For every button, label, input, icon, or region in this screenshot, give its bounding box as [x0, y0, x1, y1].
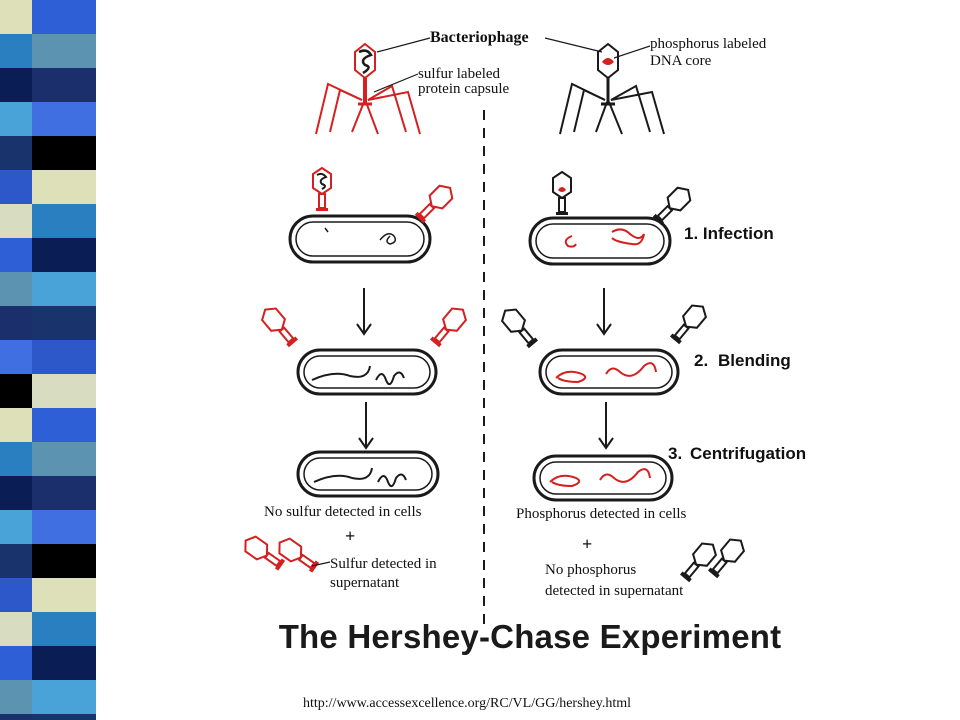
- stripe-block: [0, 272, 32, 306]
- stripe-block: [0, 680, 32, 714]
- right-cells-result: Phosphorus detected in cells: [516, 506, 687, 522]
- stripe-block: [0, 340, 32, 374]
- diagram-title: The Hershey-Chase Experiment: [278, 618, 782, 655]
- left-infection-cell: [288, 214, 432, 264]
- stripe-block: [32, 340, 96, 374]
- large-phage-right: [559, 42, 665, 135]
- stripe-block: [32, 204, 96, 238]
- stripe-block: [32, 612, 96, 646]
- step-blending-number: 2.: [694, 351, 708, 370]
- stripe-block: [32, 476, 96, 510]
- stripe-block: [0, 34, 32, 68]
- right-supernatant-2: detected in supernatant: [545, 583, 684, 599]
- stripe-block: [0, 408, 32, 442]
- label-sulfur-2: protein capsule: [418, 81, 510, 97]
- stripe-block: [32, 136, 96, 170]
- stripe-block: [32, 510, 96, 544]
- stripe-block: [32, 170, 96, 204]
- stripe-block: [0, 102, 32, 136]
- stripe-block: [0, 510, 32, 544]
- stripe-block: [0, 204, 32, 238]
- stripe-block: [32, 0, 96, 34]
- stripe-block: [32, 374, 96, 408]
- stripe-block: [32, 442, 96, 476]
- stripe-block: [32, 306, 96, 340]
- left-supernatant-1: Sulfur detected in: [330, 556, 437, 572]
- source-url[interactable]: http://www.accessexcellence.org/RC/VL/GG…: [303, 696, 632, 711]
- stripe-block: [32, 238, 96, 272]
- step-centrifugation-number: 3.: [668, 444, 682, 463]
- stripe-block: [0, 646, 32, 680]
- label-phosphorus-2: DNA core: [650, 53, 712, 69]
- right-plus: +: [582, 534, 592, 554]
- left-plus: +: [345, 526, 355, 546]
- stripe-block: [0, 374, 32, 408]
- step-infection: 1. Infection: [684, 224, 774, 243]
- stripe-block: [0, 578, 32, 612]
- right-supernatant-1: No phosphorus: [545, 562, 636, 578]
- stripe-block: [0, 612, 32, 646]
- left-centrifugation-cell: [296, 450, 440, 498]
- right-blending-cell: [538, 348, 680, 396]
- label-sulfur-1: sulfur labeled: [418, 66, 501, 82]
- stripe-block: [32, 68, 96, 102]
- step-centrifugation: Centrifugation: [690, 444, 806, 463]
- decorative-stripe: [0, 0, 106, 720]
- stripe-block: [0, 238, 32, 272]
- stripe-block: [32, 646, 96, 680]
- stripe-block: [32, 680, 96, 714]
- stripe-block: [32, 578, 96, 612]
- stripe-block: [0, 544, 32, 578]
- step-blending: Blending: [718, 351, 791, 370]
- stripe-block: [0, 306, 32, 340]
- label-phosphorus-1: phosphorus labeled: [650, 36, 767, 52]
- left-blending-cell: [296, 348, 438, 396]
- stripe-block: [32, 714, 96, 720]
- stripe-block: [0, 0, 32, 34]
- stripe-block: [0, 714, 32, 720]
- label-bacteriophage: Bacteriophage: [430, 29, 529, 46]
- large-phage-left: [315, 42, 421, 135]
- stripe-block: [32, 102, 96, 136]
- right-centrifugation-cell: [532, 454, 674, 502]
- stripe-block: [0, 170, 32, 204]
- stripe-block: [0, 136, 32, 170]
- stripe-block: [32, 34, 96, 68]
- stripe-block: [32, 272, 96, 306]
- stripe-block: [32, 544, 96, 578]
- stripe-block: [0, 476, 32, 510]
- left-cells-result: No sulfur detected in cells: [264, 504, 422, 520]
- right-infection-cell: [528, 216, 672, 266]
- stripe-block: [0, 68, 32, 102]
- stripe-block: [32, 408, 96, 442]
- left-supernatant-2: supernatant: [330, 575, 400, 591]
- stripe-block: [0, 442, 32, 476]
